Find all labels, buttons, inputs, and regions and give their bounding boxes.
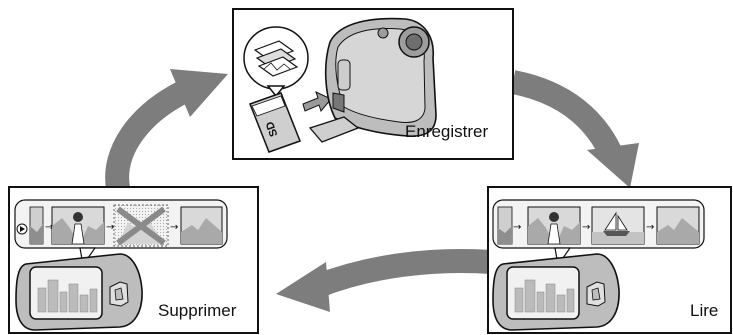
photo-portrait (527, 206, 581, 245)
photo-sailboat (591, 206, 645, 245)
photos-stack-icon (243, 26, 309, 98)
step-label-delete: Supprimer (158, 301, 237, 320)
photo-landscape (656, 206, 700, 245)
photo-portrait (51, 206, 105, 245)
arrow-play-to-delete (276, 249, 493, 312)
arrow-delete-to-record (105, 69, 228, 190)
step-label-record: Enregistrer (405, 122, 488, 141)
arrow-record-to-play (510, 70, 639, 188)
camera-icon (308, 17, 437, 143)
camera-back-icon (15, 253, 143, 331)
panel-delete: → → → (8, 186, 259, 334)
svg-text:→: → (582, 222, 590, 233)
svg-text:→: → (170, 222, 178, 233)
step-label-play: Lire (690, 301, 718, 320)
svg-text:→: → (513, 222, 521, 233)
play-button-icon (16, 223, 28, 235)
panel-record: SD Enregistrer (232, 8, 514, 160)
filmstrip: → → → (14, 199, 228, 249)
svg-text:→: → (106, 222, 114, 233)
filmstrip-play: → → → (492, 199, 705, 249)
sd-card-icon: SD (249, 92, 301, 153)
sd-logo-text: SD (264, 120, 281, 139)
camera-back-icon (492, 253, 620, 331)
photo-deleted (113, 204, 169, 247)
insert-arrow-icon (302, 91, 332, 113)
delete-x-icon (116, 206, 166, 246)
svg-text:→: → (45, 222, 53, 233)
panel-play: → → → (487, 186, 732, 334)
photo-landscape (180, 206, 223, 245)
svg-text:→: → (646, 222, 654, 233)
